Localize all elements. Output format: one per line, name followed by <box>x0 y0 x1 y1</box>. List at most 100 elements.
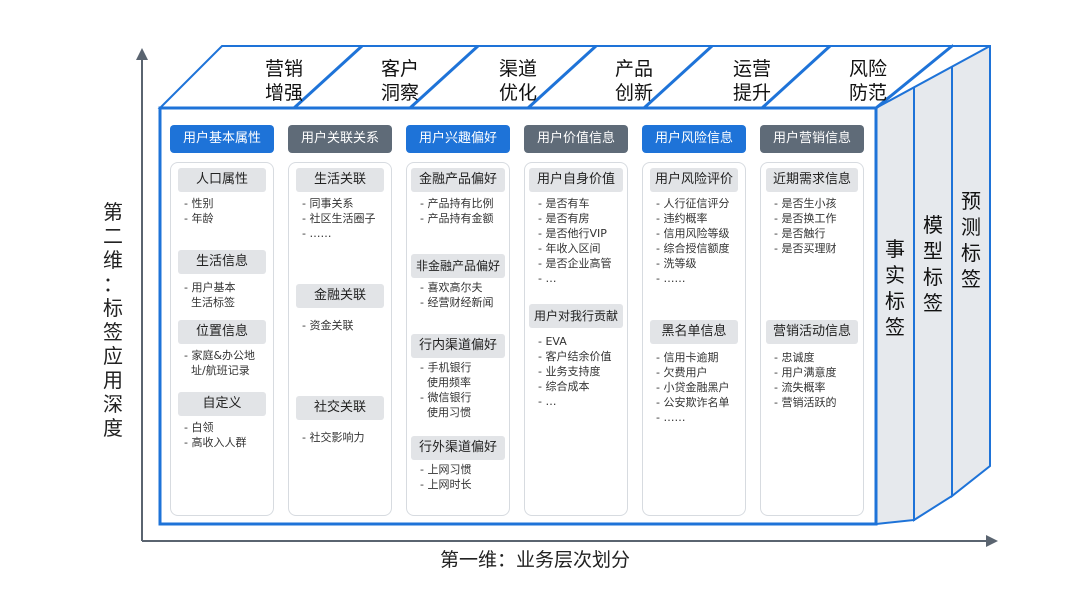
list-item: - 经营财经新闻 <box>420 296 494 309</box>
side-label-fact: 事实标签 <box>885 237 905 339</box>
column-header-label: 用户风险信息 <box>642 125 746 153</box>
group-title: 近期需求信息 <box>766 168 858 192</box>
list-item: - 业务支持度 <box>538 365 601 378</box>
list-item: - 社交影响力 <box>302 431 365 444</box>
list-item: - 用户基本 <box>184 281 236 294</box>
column-header-relation: 用户关联关系 <box>288 125 392 153</box>
x-axis-arrow <box>986 535 998 547</box>
list-item: - 资金关联 <box>302 319 354 332</box>
group-item-list: - 人行征信评分 - 违约概率 - 信用风险等级 - 综合授信额度 - 洗等级 - …… <box>656 196 729 286</box>
column-header-label: 用户价值信息 <box>524 125 628 153</box>
list-item: 址/航班记录 <box>184 364 250 377</box>
group-item-list: - 是否有车 - 是否有房 - 是否他行VIP - 年收入区间 - 是否企业高管 - … <box>538 196 611 286</box>
column-panel-relation <box>288 162 392 516</box>
group-title: 位置信息 <box>178 320 266 344</box>
list-item: - 年龄 <box>184 212 214 225</box>
front-face <box>158 106 878 526</box>
list-item: - 年收入区间 <box>538 242 601 255</box>
list-item: - 同事关系 <box>302 197 354 210</box>
x-axis-label: 第一维：业务层次划分 <box>440 549 631 571</box>
list-item: - 产品持有比例 <box>420 197 494 210</box>
group-item-list: - 信用卡逾期 - 欠费用户 - 小贷金融黑户 - 公安欺诈名单 - …… <box>656 350 729 425</box>
column-header-basic: 用户基本属性 <box>170 125 274 153</box>
group-item-list: - 白领- 高收入人群 <box>184 420 246 450</box>
group-item-list: - 是否生小孩- 是否换工作- 是否触行- 是否买理财 <box>774 196 836 256</box>
group-title: 金融关联 <box>296 284 384 308</box>
list-item: - 综合成本 <box>538 380 590 393</box>
list-item: - 家庭&办公地 <box>184 349 256 362</box>
list-item: - 是否他行VIP <box>538 227 607 240</box>
group-item-list: - 喜欢高尔夫 - 经营财经新闻 <box>420 280 493 310</box>
top-label-operation: 运营提升 <box>732 58 771 104</box>
list-item: - 产品持有金额 <box>420 212 494 225</box>
group-title: 营销活动信息 <box>766 320 858 344</box>
list-item: - 喜欢高尔夫 <box>420 281 483 294</box>
group-title: 用户风险评价 <box>650 168 738 192</box>
list-item: - 洗等级 <box>656 257 697 270</box>
y-axis-label: 第二维：标签应用深度 <box>103 200 123 440</box>
group-title: 行外渠道偏好 <box>411 436 505 460</box>
group-item-list: - 手机银行 使用频率- 微信银行 使用习惯 <box>420 360 471 420</box>
list-item: - 是否触行 <box>774 227 826 240</box>
group-title: 用户自身价值 <box>529 168 623 192</box>
y-axis-arrow <box>136 48 148 60</box>
list-item: - 欠费用户 <box>656 366 708 379</box>
list-item: - 违约概率 <box>656 212 708 225</box>
column-header-label: 用户营销信息 <box>760 125 864 153</box>
list-item: - 公安欺诈名单 <box>656 396 730 409</box>
group-title: 黑名单信息 <box>650 320 738 344</box>
list-item: - …… <box>302 227 332 240</box>
group-title: 人口属性 <box>178 168 266 192</box>
list-item: - 是否买理财 <box>774 242 837 255</box>
list-item: - 是否有车 <box>538 197 590 210</box>
list-item: 生活标签 <box>184 296 235 309</box>
column-header-value: 用户价值信息 <box>524 125 628 153</box>
group-title: 自定义 <box>178 392 266 416</box>
group-item-list: - 社交影响力 <box>302 430 364 445</box>
list-item: - 营销活跃的 <box>774 396 837 409</box>
group-item-list: - 资金关联 <box>302 318 353 333</box>
group-title: 非金融产品偏好 <box>411 254 505 278</box>
list-item: - 是否企业高管 <box>538 257 612 270</box>
list-item: - 是否生小孩 <box>774 197 837 210</box>
list-item: - 用户满意度 <box>774 366 837 379</box>
list-item: - … <box>538 395 557 408</box>
group-title: 行内渠道偏好 <box>411 334 505 358</box>
group-title: 生活信息 <box>178 250 266 274</box>
list-item: - …… <box>656 272 686 285</box>
group-item-list: - 家庭&办公地 址/航班记录 <box>184 348 255 378</box>
list-item: - … <box>538 272 557 285</box>
list-item: - EVA <box>538 335 567 348</box>
list-item: - 小贷金融黑户 <box>656 381 730 394</box>
list-item: - 综合授信额度 <box>656 242 730 255</box>
group-item-list: - 同事关系 - 社区生活圈子 - …… <box>302 196 375 241</box>
column-header-risk: 用户风险信息 <box>642 125 746 153</box>
list-item: - 客户结余价值 <box>538 350 612 363</box>
list-item: - …… <box>656 411 686 424</box>
list-item: - 信用卡逾期 <box>656 351 719 364</box>
top-label-marketing: 营销增强 <box>264 58 303 104</box>
top-label-channel: 渠道优化 <box>498 58 537 104</box>
column-header-label: 用户兴趣偏好 <box>406 125 510 153</box>
group-title: 用户对我行贡献 <box>529 304 623 328</box>
top-label-product: 产品创新 <box>614 58 653 104</box>
list-item: - 信用风险等级 <box>656 227 730 240</box>
column-header-interest: 用户兴趣偏好 <box>406 125 510 153</box>
list-item: - 是否有房 <box>538 212 590 225</box>
list-item: - 白领 <box>184 421 214 434</box>
group-item-list: - 上网习惯- 上网时长 <box>420 462 471 492</box>
list-item: 使用频率 <box>420 376 471 389</box>
list-item: - 性别 <box>184 197 214 210</box>
list-item: - 微信银行 <box>420 391 472 404</box>
list-item: - 社区生活圈子 <box>302 212 376 225</box>
list-item: - 流失概率 <box>774 381 826 394</box>
side-label-model: 模型标签 <box>923 213 943 315</box>
column-header-label: 用户基本属性 <box>170 125 274 153</box>
column-header-label: 用户关联关系 <box>288 125 392 153</box>
list-item: - 人行征信评分 <box>656 197 730 210</box>
list-item: - 手机银行 <box>420 361 472 374</box>
group-title: 生活关联 <box>296 168 384 192</box>
side-label-predict: 预测标签 <box>961 189 981 291</box>
